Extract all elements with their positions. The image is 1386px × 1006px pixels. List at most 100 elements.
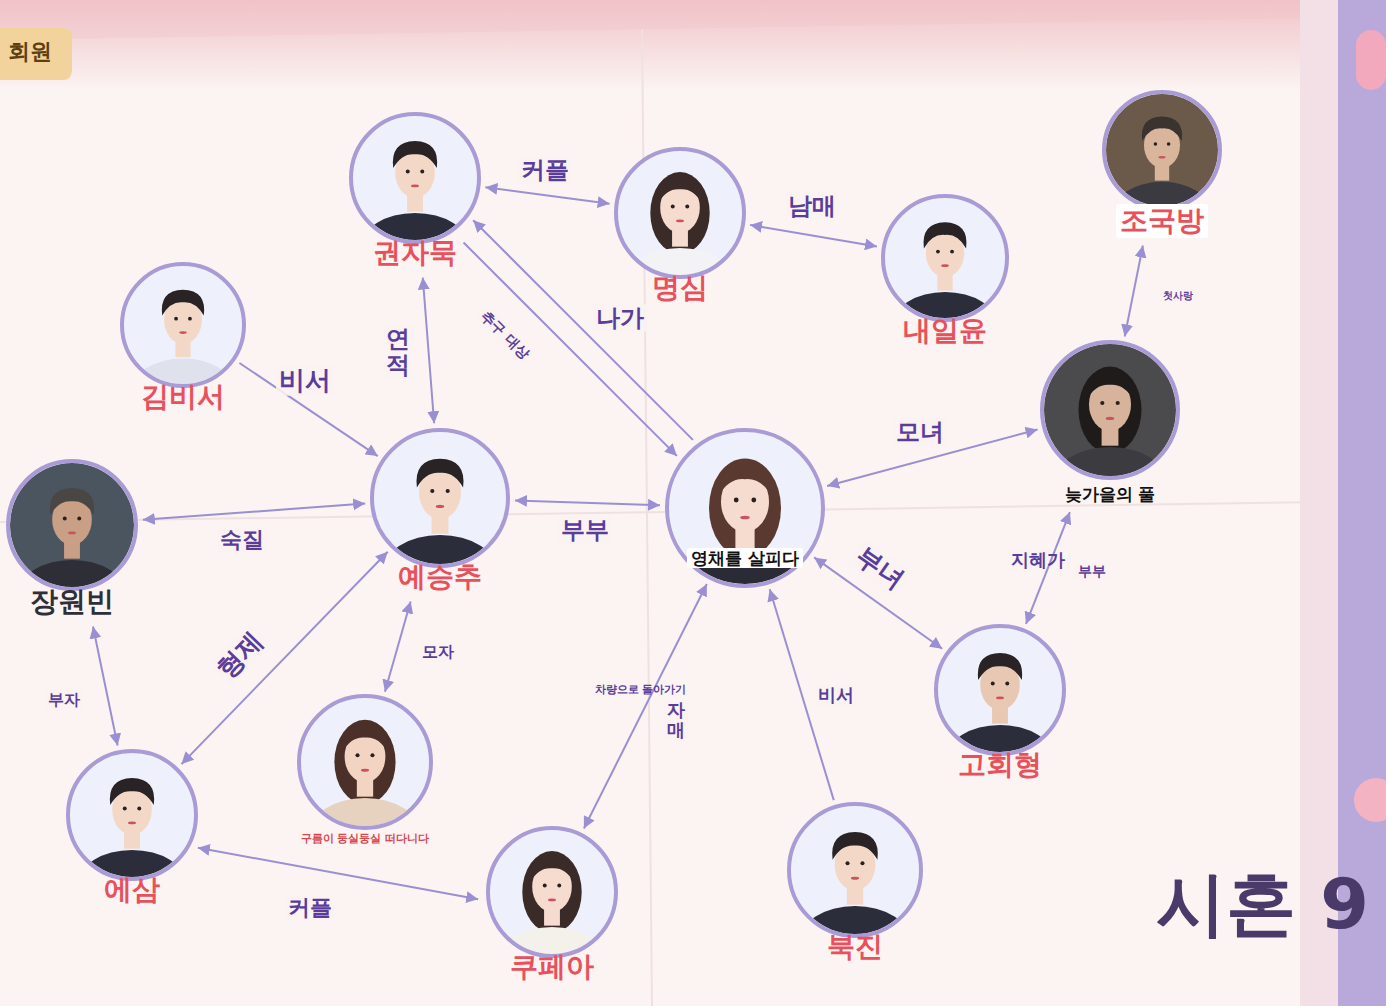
relation-label: 첫사랑 <box>1160 289 1196 302</box>
relation-label: 연적 <box>383 325 413 380</box>
portrait-art <box>1102 90 1222 210</box>
portrait-ring <box>8 461 136 589</box>
hair <box>718 463 772 496</box>
mouth <box>411 184 419 187</box>
paper-sheet <box>0 18 1330 1006</box>
relation-connector <box>584 584 707 829</box>
eye <box>1005 681 1009 685</box>
mouth <box>436 505 444 508</box>
portrait <box>787 802 923 938</box>
character-node: 명심 <box>614 147 746 305</box>
relation-connector <box>385 601 411 691</box>
hair-back <box>522 851 581 933</box>
relation-connector <box>143 503 365 519</box>
relation-connector <box>1125 245 1143 336</box>
character-name: 장원빈 <box>30 585 114 619</box>
relation-label: 커플 <box>518 156 572 184</box>
character-name: 늦가을의 풀 <box>1065 484 1156 504</box>
hair <box>658 176 702 203</box>
mouth <box>941 264 949 267</box>
portrait <box>120 262 246 388</box>
relation-connector <box>515 500 660 505</box>
hair-back <box>334 720 395 804</box>
portrait-ring <box>68 751 196 879</box>
relation-connector <box>423 278 434 424</box>
tab-label: 회원 <box>8 40 52 64</box>
portrait-ring <box>1042 342 1178 478</box>
portrait-ring <box>488 828 616 956</box>
portrait-art <box>297 694 433 830</box>
character-node: 고회형 <box>934 624 1066 782</box>
hair-back <box>650 172 709 254</box>
portrait-ring <box>883 196 1007 320</box>
relation-connector <box>198 848 478 899</box>
eye <box>188 317 192 321</box>
eye <box>950 250 954 254</box>
portrait <box>370 428 510 568</box>
hair <box>1142 116 1182 141</box>
relation-label: 비서 <box>815 684 857 706</box>
relation-connector <box>239 363 377 456</box>
hair <box>393 141 437 168</box>
character-name: 명심 <box>652 271 708 305</box>
mouth <box>676 219 684 222</box>
portrait-ring <box>936 626 1064 754</box>
portrait-art <box>6 459 138 591</box>
character-node: 북진 <box>787 802 923 964</box>
mouth <box>740 516 750 520</box>
side-strip <box>1300 0 1340 1006</box>
character-node: 장원빈 <box>6 459 138 619</box>
portrait <box>6 459 138 591</box>
portrait-ring <box>372 430 508 566</box>
relation-label: 커플 <box>285 895 335 921</box>
eye <box>420 169 424 173</box>
vertical-note: 지혜가 <box>1008 549 1032 571</box>
mouth <box>1106 417 1114 420</box>
mouth <box>68 531 76 534</box>
character-node: 내일윤 <box>881 194 1009 348</box>
relation-label: 남매 <box>785 192 839 220</box>
portrait-ring <box>616 149 744 277</box>
vertical-note: 차량으로 돌아가기 <box>592 683 609 697</box>
portrait-art <box>787 802 923 938</box>
relation-label: 숙질 <box>217 527 267 553</box>
mouth <box>128 821 136 824</box>
character-name: 쿠페아 <box>510 950 594 984</box>
eye <box>406 169 410 173</box>
relation-connector <box>93 626 118 745</box>
eye <box>751 498 756 503</box>
relation-label: 모녀 <box>893 418 947 446</box>
hair <box>162 290 204 316</box>
hair <box>832 832 878 860</box>
eye <box>137 806 141 810</box>
character-node: 구름이 둥실둥실 떠다니다 <box>297 694 434 845</box>
portrait-ring <box>789 804 921 936</box>
tab-shape <box>0 28 72 80</box>
mouth <box>548 898 556 901</box>
portrait-ring <box>351 114 479 242</box>
relation-connector <box>750 225 877 247</box>
hair <box>978 653 1022 680</box>
series-title: 시혼 9 <box>1156 866 1369 943</box>
portrait-art <box>486 826 618 958</box>
relation-connector <box>485 187 609 203</box>
portrait-art <box>665 428 825 588</box>
portrait-art <box>881 194 1009 322</box>
portrait-art <box>349 112 481 244</box>
relation-label: 부부 <box>1075 563 1109 580</box>
portrait <box>881 194 1009 322</box>
relation-connector <box>464 243 677 456</box>
relation-label: 부부 <box>558 516 612 544</box>
eye <box>1154 142 1158 146</box>
relation-label: 비서 <box>276 365 334 396</box>
character-node: 조국방 <box>1102 90 1222 238</box>
portrait <box>614 147 746 279</box>
character-node: 예승추 <box>370 428 510 594</box>
portrait <box>934 624 1066 756</box>
character-name: 권자묵 <box>373 236 457 270</box>
eye <box>77 516 81 520</box>
character-node: 영채를 살피다 <box>665 428 825 568</box>
relation-connector <box>181 552 387 764</box>
portrait <box>486 826 618 958</box>
eye <box>1167 142 1171 146</box>
